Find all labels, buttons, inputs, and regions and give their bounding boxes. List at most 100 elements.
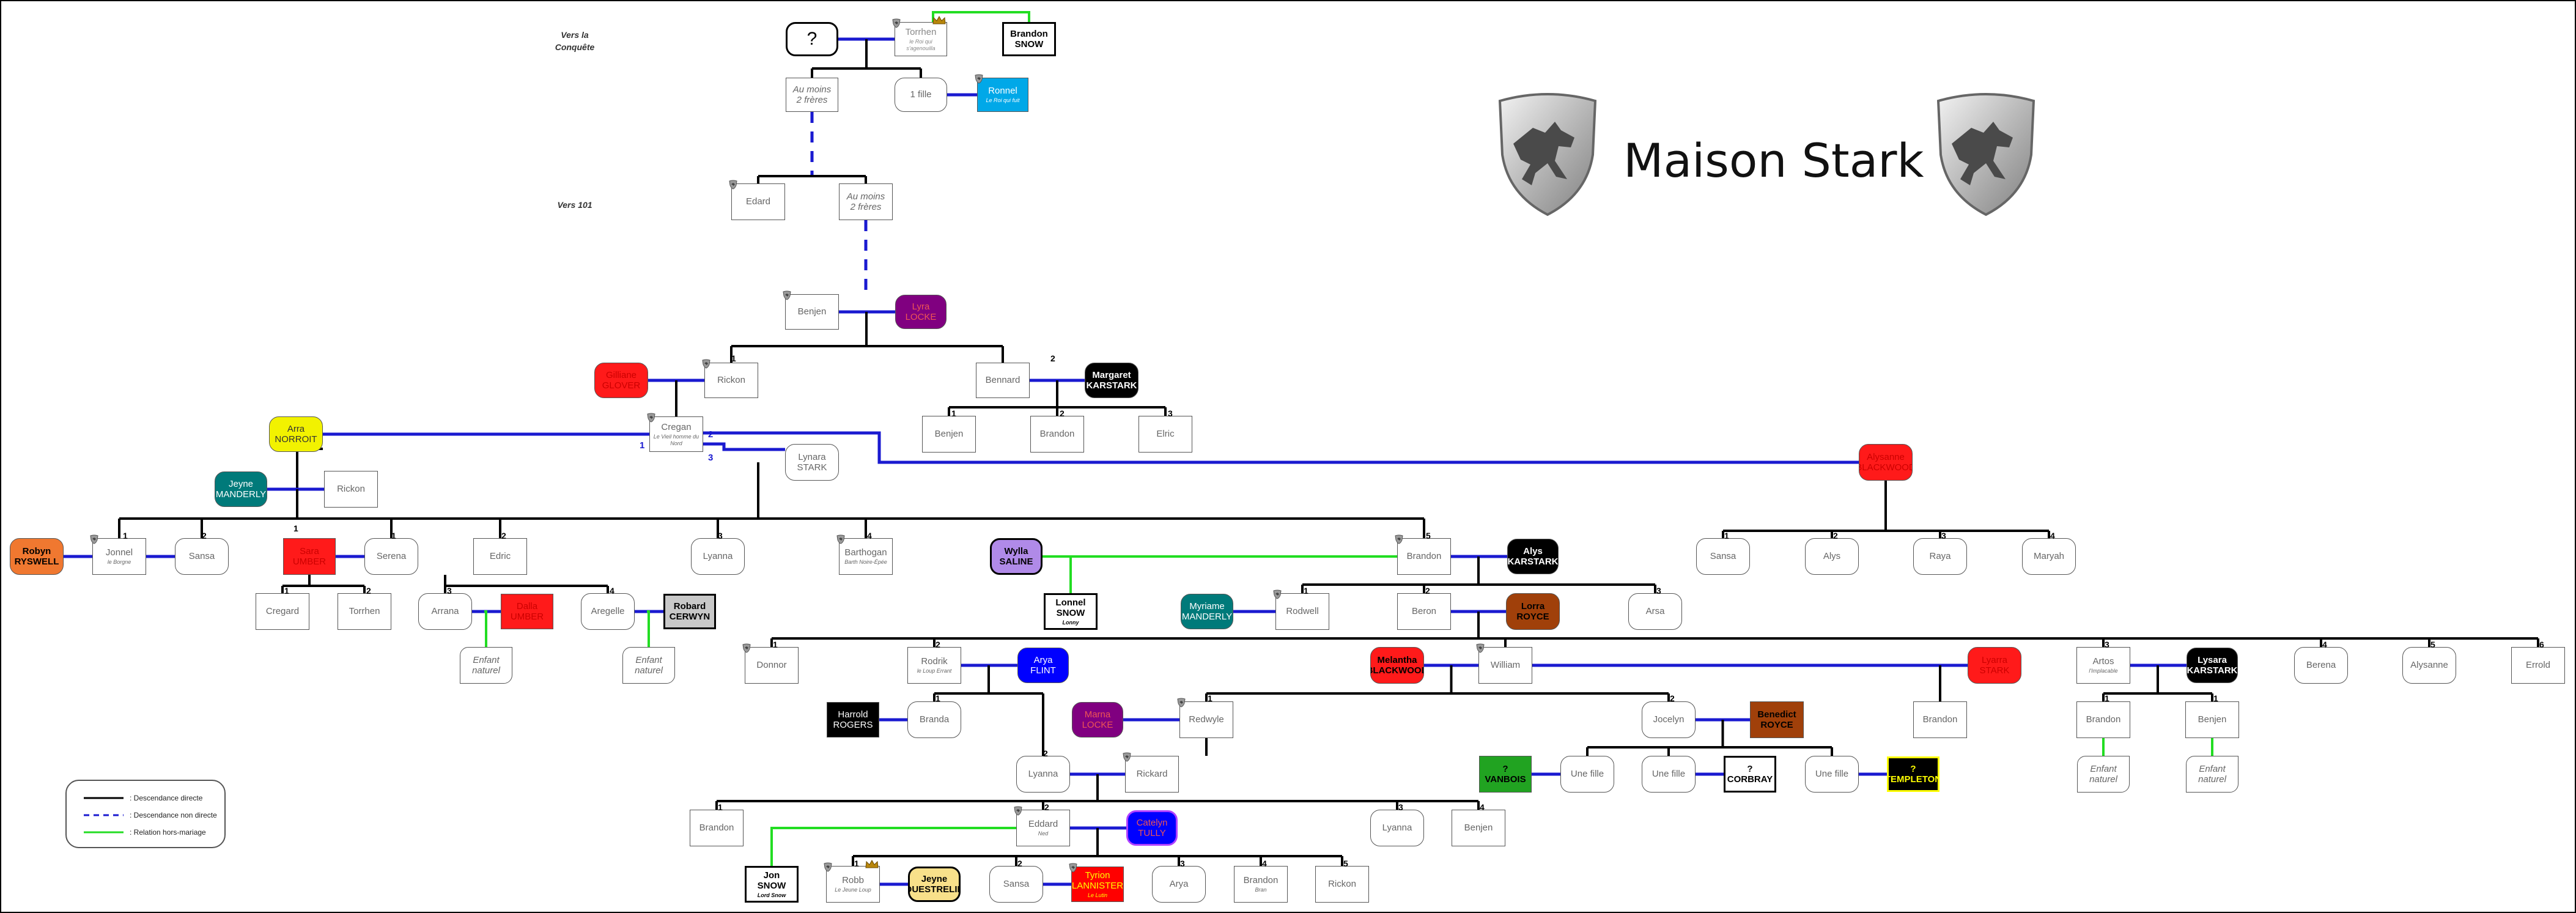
person-name: Marna LOCKE bbox=[1082, 709, 1113, 730]
person-edard[interactable]: Edard bbox=[731, 183, 785, 220]
person-benjen-d[interactable]: Benjen bbox=[1452, 810, 1505, 846]
person-catelyn[interactable]: Catelyn TULLY bbox=[1126, 810, 1178, 846]
person-brandon-d[interactable]: Brandon bbox=[1913, 701, 1967, 738]
person-myriame[interactable]: Myriame MANDERLY bbox=[1181, 594, 1233, 629]
person-maryah[interactable]: Maryah bbox=[2022, 538, 2076, 575]
person-rickon-c[interactable]: Rickon bbox=[1315, 866, 1369, 903]
person-alysanne[interactable]: Alysanne bbox=[2402, 647, 2456, 684]
person-une-fille-4[interactable]: Une fille bbox=[1805, 756, 1859, 793]
person-elric[interactable]: Elric bbox=[1139, 416, 1192, 453]
person-errold[interactable]: Errold bbox=[2511, 647, 2565, 684]
person-branda[interactable]: Branda bbox=[907, 701, 961, 738]
person-une-fille-2[interactable]: Une fille bbox=[1560, 756, 1614, 793]
person-arya[interactable]: Arya bbox=[1152, 866, 1206, 903]
person-bennard[interactable]: Bennard bbox=[976, 363, 1030, 398]
person-lorra[interactable]: Lorra ROYCE bbox=[1506, 593, 1560, 630]
person-beron[interactable]: Beron bbox=[1397, 593, 1451, 630]
person-robyn[interactable]: Robyn RYSWELL bbox=[10, 538, 64, 575]
person-aregelle[interactable]: Aregelle bbox=[581, 593, 635, 630]
person-margaret[interactable]: Margaret KARSTARK bbox=[1085, 363, 1139, 398]
person-name: Jocelyn bbox=[1653, 714, 1685, 725]
person-q[interactable]: ? bbox=[786, 22, 838, 56]
person-rickon-b[interactable]: Rickon bbox=[324, 471, 378, 508]
person-lyanna-a[interactable]: Lyanna bbox=[691, 538, 745, 575]
person-serena[interactable]: Serena bbox=[364, 538, 418, 575]
person-lyanna-c[interactable]: Lyanna bbox=[1370, 810, 1424, 846]
person-alysanne-b[interactable]: Alysanne BLACKWOOD bbox=[1859, 444, 1913, 481]
person-lysara[interactable]: Lysara KARSTARK bbox=[2187, 648, 2238, 683]
person-marna[interactable]: Marna LOCKE bbox=[1072, 702, 1123, 737]
person-vanbois[interactable]: ? VANBOIS bbox=[1479, 756, 1532, 793]
person-enfant-1[interactable]: Enfant naturel bbox=[460, 647, 512, 684]
person-name: Benjen bbox=[1464, 822, 1493, 834]
person-lynara[interactable]: Lynara STARK bbox=[785, 444, 839, 481]
person-jeyne-w[interactable]: Jeyne OUESTRELIN bbox=[908, 867, 961, 902]
person-rickon-a[interactable]: Rickon bbox=[704, 363, 758, 398]
person-alys-b[interactable]: Alys bbox=[1805, 538, 1859, 575]
person-jocelyn[interactable]: Jocelyn bbox=[1642, 701, 1696, 738]
person-sara-umber[interactable]: Sara UMBER bbox=[283, 538, 336, 575]
person-arrana[interactable]: Arrana bbox=[418, 593, 472, 630]
person-harrold[interactable]: Harrold ROGERS bbox=[827, 702, 879, 737]
person-brandon-b[interactable]: Brandon bbox=[1030, 416, 1084, 453]
person-melantha[interactable]: Melantha BLACKWOOD bbox=[1370, 647, 1424, 684]
person-au-moins-1[interactable]: Au moins 2 frères bbox=[786, 78, 838, 112]
person-rodwell[interactable]: Rodwell bbox=[1275, 593, 1329, 630]
person-arra[interactable]: Arra NORROIT bbox=[269, 416, 323, 452]
person-brandon-f[interactable]: Brandon bbox=[690, 810, 744, 846]
person-brandon-e[interactable]: Brandon bbox=[2076, 701, 2130, 738]
person-templeton[interactable]: ? TEMPLETON bbox=[1887, 756, 1939, 792]
person-redwyle[interactable]: Redwyle bbox=[1179, 701, 1233, 738]
person-william[interactable]: William bbox=[1478, 647, 1532, 684]
person-benedict[interactable]: Benedict ROYCE bbox=[1750, 701, 1804, 738]
person-arsa[interactable]: Arsa bbox=[1628, 593, 1682, 630]
person-benjen-b[interactable]: Benjen bbox=[922, 416, 976, 453]
person-enfant-3[interactable]: Enfant naturel bbox=[2077, 756, 2130, 793]
person-sansa-b[interactable]: Sansa bbox=[1696, 538, 1750, 575]
person-benjen-a[interactable]: Benjen bbox=[785, 294, 839, 330]
person-name: ? CORBRAY bbox=[1727, 763, 1773, 785]
person-benjen-c[interactable]: Benjen bbox=[2185, 701, 2239, 738]
person-une-fille-1[interactable]: 1 fille bbox=[895, 78, 947, 112]
person-jeyne-m[interactable]: Jeyne MANDERLY bbox=[215, 471, 267, 507]
person-sansa-a[interactable]: Sansa bbox=[175, 538, 229, 575]
person-edric[interactable]: Edric bbox=[473, 538, 527, 575]
person-dalla-umber[interactable]: Dalla UMBER bbox=[501, 594, 553, 629]
person-name: Lyra LOCKE bbox=[905, 301, 937, 322]
person-lyanna-b[interactable]: Lyanna bbox=[1016, 756, 1070, 793]
person-brandon-snow[interactable]: Brandon SNOW bbox=[1002, 22, 1056, 56]
person-au-moins-2[interactable]: Au moins 2 frères bbox=[839, 183, 893, 220]
person-lyra-locke[interactable]: Lyra LOCKE bbox=[895, 295, 947, 329]
person-berena[interactable]: Berena bbox=[2294, 647, 2348, 684]
person-wylla[interactable]: Wylla SALINE bbox=[990, 538, 1043, 575]
person-enfant-4[interactable]: Enfant naturel bbox=[2186, 756, 2238, 793]
person-une-fille-3[interactable]: Une fille bbox=[1642, 756, 1696, 793]
person-donnor[interactable]: Donnor bbox=[745, 647, 799, 684]
person-gilliane[interactable]: Gilliane GLOVER bbox=[594, 363, 648, 398]
person-lyarra[interactable]: Lyarra STARK bbox=[1968, 647, 2021, 684]
person-torrhen-b[interactable]: Torrhen bbox=[338, 593, 391, 630]
person-sansa-c[interactable]: Sansa bbox=[989, 866, 1043, 903]
person-arya-flint[interactable]: Arya FLINT bbox=[1017, 648, 1069, 683]
person-cregard[interactable]: Cregard bbox=[256, 593, 309, 630]
person-robard[interactable]: Robard CERWYN bbox=[663, 594, 716, 629]
person-rickard[interactable]: Rickard bbox=[1125, 756, 1179, 793]
person-corbray[interactable]: ? CORBRAY bbox=[1724, 756, 1776, 793]
person-enfant-2[interactable]: Enfant naturel bbox=[622, 647, 675, 684]
person-brandon-c[interactable]: Brandon bbox=[1397, 538, 1451, 575]
person-alys-k[interactable]: Alys KARSTARK bbox=[1507, 539, 1559, 574]
person-raya[interactable]: Raya bbox=[1913, 538, 1967, 575]
